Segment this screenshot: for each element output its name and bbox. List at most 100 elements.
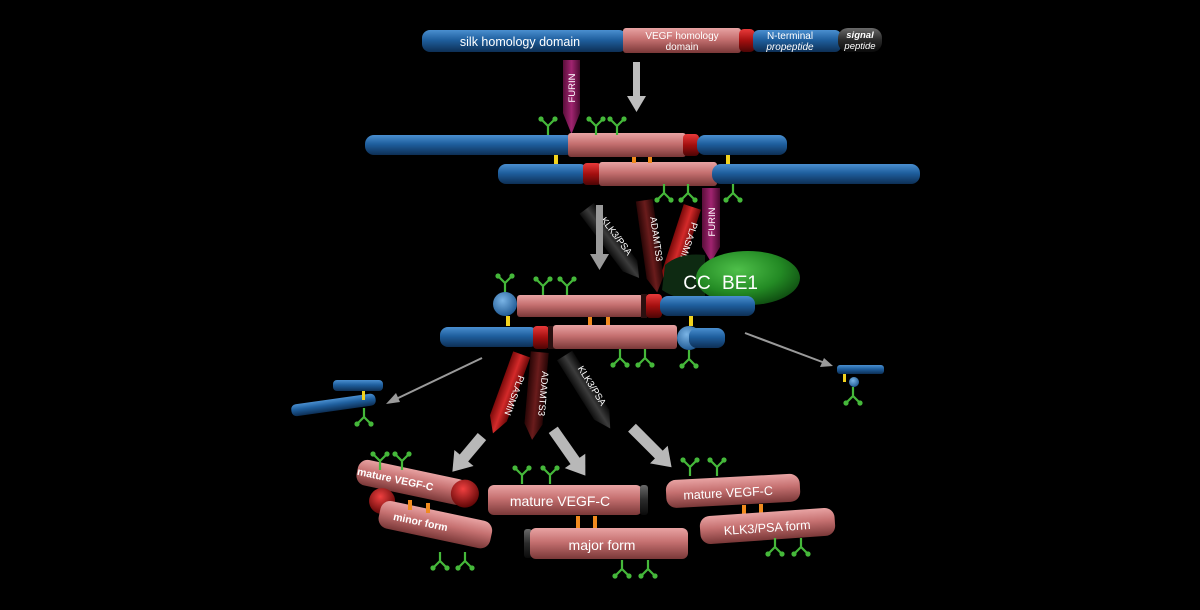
glycan-icon [542, 467, 558, 484]
glycan-icon [640, 560, 656, 577]
klk3-mature-label: mature VEGF-C [683, 484, 773, 503]
adamts3-protease-1: ADAMTS3 [635, 199, 664, 293]
glycan-icon [497, 275, 513, 292]
precursor-protein: silk homology domain VEGF homology domai… [422, 28, 882, 53]
glycan-node [626, 573, 632, 579]
glycan-node [779, 551, 785, 557]
glycan-icon [540, 118, 556, 135]
released-n-terminal-fragment [837, 365, 884, 387]
glycan-node [354, 421, 360, 427]
n-terminal-label-2: propeptide [765, 42, 814, 53]
glycan-node [495, 273, 501, 279]
glycan-node [469, 565, 475, 571]
glycan-node [557, 276, 563, 282]
glycan-node [654, 197, 660, 203]
pro-vegf-c-dimer [365, 133, 920, 186]
glycan-icon [612, 349, 628, 366]
glycan-node [843, 400, 849, 406]
glycan-node [621, 116, 627, 122]
major-mature-label: mature VEGF-C [510, 493, 610, 509]
glycan-icon [588, 118, 604, 135]
furin-protease-2: FURIN [702, 188, 720, 262]
glycan-node [610, 362, 616, 368]
glycan-node [624, 362, 630, 368]
glycan-icon [793, 538, 809, 555]
glycan-icon [614, 560, 630, 577]
glycan-node [707, 457, 713, 463]
furin-protease-1: FURIN [563, 60, 580, 134]
glycan-node [444, 565, 450, 571]
glycan-node [765, 551, 771, 557]
glycan-node [533, 276, 539, 282]
glycan-icon [709, 459, 725, 476]
glycan-icon [725, 184, 741, 201]
glycan-node [406, 451, 412, 457]
glycan-icon [767, 538, 783, 555]
vegf-homology-label-2: domain [666, 42, 699, 53]
glycan-node [586, 116, 592, 122]
ccbe1-cc-label: CC [683, 273, 710, 294]
glycan-icon [432, 552, 448, 569]
glycan-node [368, 421, 374, 427]
silk-homology-label: silk homology domain [460, 35, 580, 49]
glycan-node [370, 451, 376, 457]
glycan-node [612, 573, 618, 579]
glycan-icon [609, 118, 625, 135]
glycan-node [392, 451, 398, 457]
glycan-icon [845, 387, 861, 404]
glycan-node [600, 116, 606, 122]
glycan-node [737, 197, 743, 203]
glycan-node [430, 565, 436, 571]
adamts3-protease-2: ADAMTS3 [524, 351, 550, 440]
mature-minor-form-dimer: mature VEGF-C minor form [356, 459, 493, 549]
glycan-node [571, 276, 577, 282]
glycan-node [680, 457, 686, 463]
glycan-icon [682, 459, 698, 476]
glycan-node [635, 362, 641, 368]
glycan-icon [680, 184, 696, 201]
glycan-icon [559, 278, 575, 295]
klk3-psa-protease-2: KLK3/PSA [557, 350, 611, 429]
mature-klk3-psa-form-dimer: mature VEGF-C KLK3/PSA form [665, 473, 836, 544]
glycan-node [791, 551, 797, 557]
ccbe1-protein: CC BE1 [662, 251, 800, 305]
glycan-icon [514, 467, 530, 484]
released-silk-domain-fragment [291, 380, 383, 417]
n-terminal-label: N-terminal [767, 31, 813, 42]
glycan-icon [656, 184, 672, 201]
glycan-node [512, 465, 518, 471]
maturation-arrows [452, 423, 672, 476]
processing-arrow-2 [590, 205, 609, 270]
glycan-icon [457, 552, 473, 569]
ccbe1-be1-label: BE1 [722, 273, 758, 294]
vegf-homology-label: VEGF homology [645, 31, 718, 42]
glycan-node [693, 363, 699, 369]
glycan-node [679, 363, 685, 369]
glycan-node [692, 197, 698, 203]
glycan-node [547, 276, 553, 282]
furin-label: FURIN [567, 73, 578, 102]
glycan-node [805, 551, 811, 557]
glycan-node [694, 457, 700, 463]
klk3-psa-form-label: KLK3/PSA form [723, 518, 811, 538]
glycan-icon [535, 278, 551, 295]
glycan-node [652, 573, 658, 579]
glycan-node [455, 565, 461, 571]
glycan-node [649, 362, 655, 368]
glycan-node [540, 465, 546, 471]
glycan-node [721, 457, 727, 463]
glycosylation-sites [354, 116, 863, 579]
glycan-node [526, 465, 532, 471]
glycan-node [723, 197, 729, 203]
glycan-node [538, 116, 544, 122]
processing-arrow-1 [627, 62, 646, 112]
glycan-node [554, 465, 560, 471]
glycan-node [638, 573, 644, 579]
furin-label-2: FURIN [707, 207, 718, 236]
adamts3-label-2: ADAMTS3 [535, 371, 550, 417]
major-form-label: major form [569, 537, 636, 553]
glycan-icon [681, 350, 697, 367]
glycan-node [857, 400, 863, 406]
signal-label: signal [846, 30, 874, 41]
